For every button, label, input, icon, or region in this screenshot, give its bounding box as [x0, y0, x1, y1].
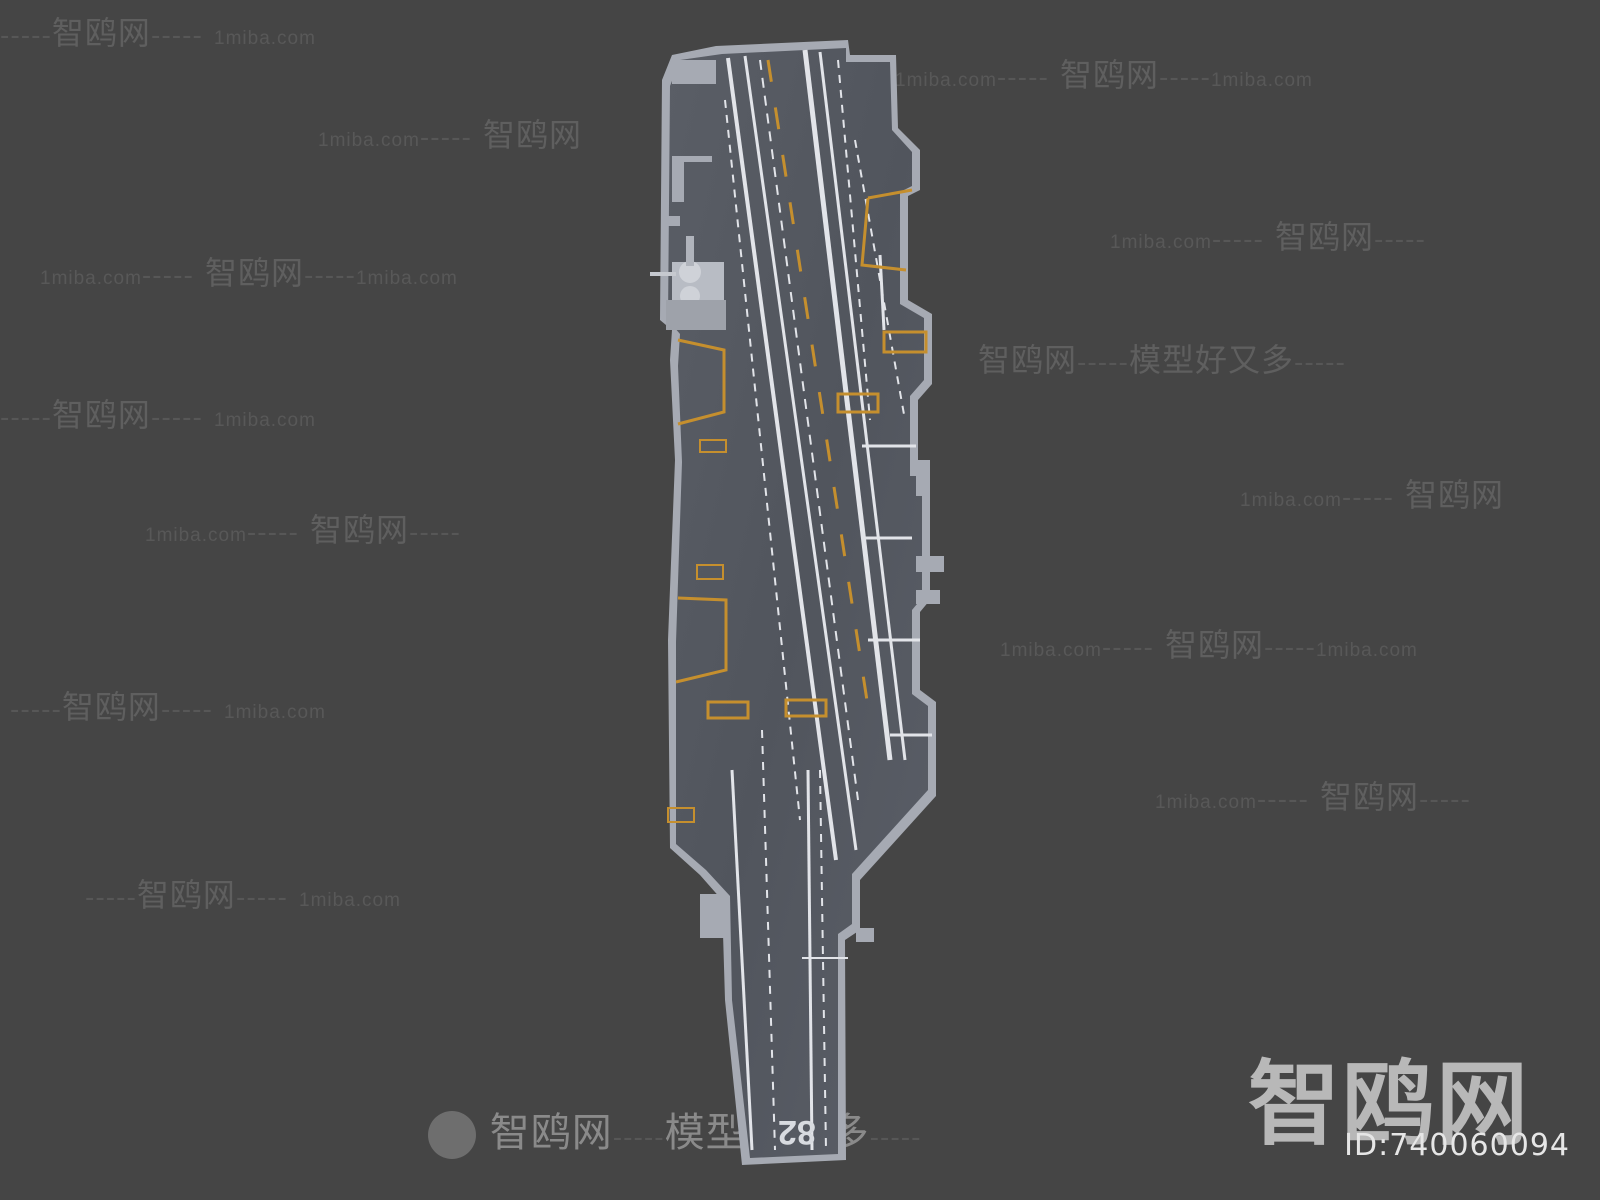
watermark-row-2: 1miba.com----- 智鸥网-----1miba.com [895, 56, 1313, 94]
port-elevators [662, 60, 728, 938]
watermark-row-8: 1miba.com----- 智鸥网 [1240, 476, 1505, 514]
watermark-row-4: 1miba.com----- 智鸥网----- [1110, 218, 1426, 256]
starboard-sponsons [856, 460, 944, 942]
seagull-icon [428, 1111, 476, 1159]
watermark-slogan: 模型好又多 [1128, 341, 1294, 379]
corner-brand-logo: 智鸥网 [1247, 1051, 1530, 1158]
watermark-row-12: 1miba.com----- 智鸥网----- [1155, 778, 1471, 816]
watermark-row-11: -----智鸥网----- 1miba.com [10, 688, 326, 726]
island-superstructure [650, 236, 726, 330]
model-id-label: ID:740060094 [1344, 1128, 1570, 1163]
watermark-site: 1miba.com [214, 28, 316, 49]
watermark-row-7: -----智鸥网----- 1miba.com [0, 396, 316, 434]
catapult-lines [730, 729, 848, 1151]
watermark-brand: 智鸥网 [51, 14, 151, 52]
watermark-row-1: -----智鸥网----- 1miba.com [0, 14, 316, 52]
watermark-row-13: -----智鸥网----- 1miba.com [85, 876, 401, 914]
watermark-row-6: 智鸥网-----模型好又多----- [978, 341, 1346, 379]
watermark-row-9: 1miba.com----- 智鸥网----- [145, 511, 461, 549]
watermark-row-10: 1miba.com----- 智鸥网-----1miba.com [1000, 626, 1418, 664]
hull-number: 82 [778, 1113, 816, 1151]
watermark-row-5: 1miba.com----- 智鸥网-----1miba.com [40, 254, 458, 292]
flight-deck [668, 48, 928, 1158]
watermark-row-3: 1miba.com----- 智鸥网 [318, 116, 583, 154]
parking-boxes [667, 188, 928, 823]
centerline-yellow [766, 59, 872, 721]
